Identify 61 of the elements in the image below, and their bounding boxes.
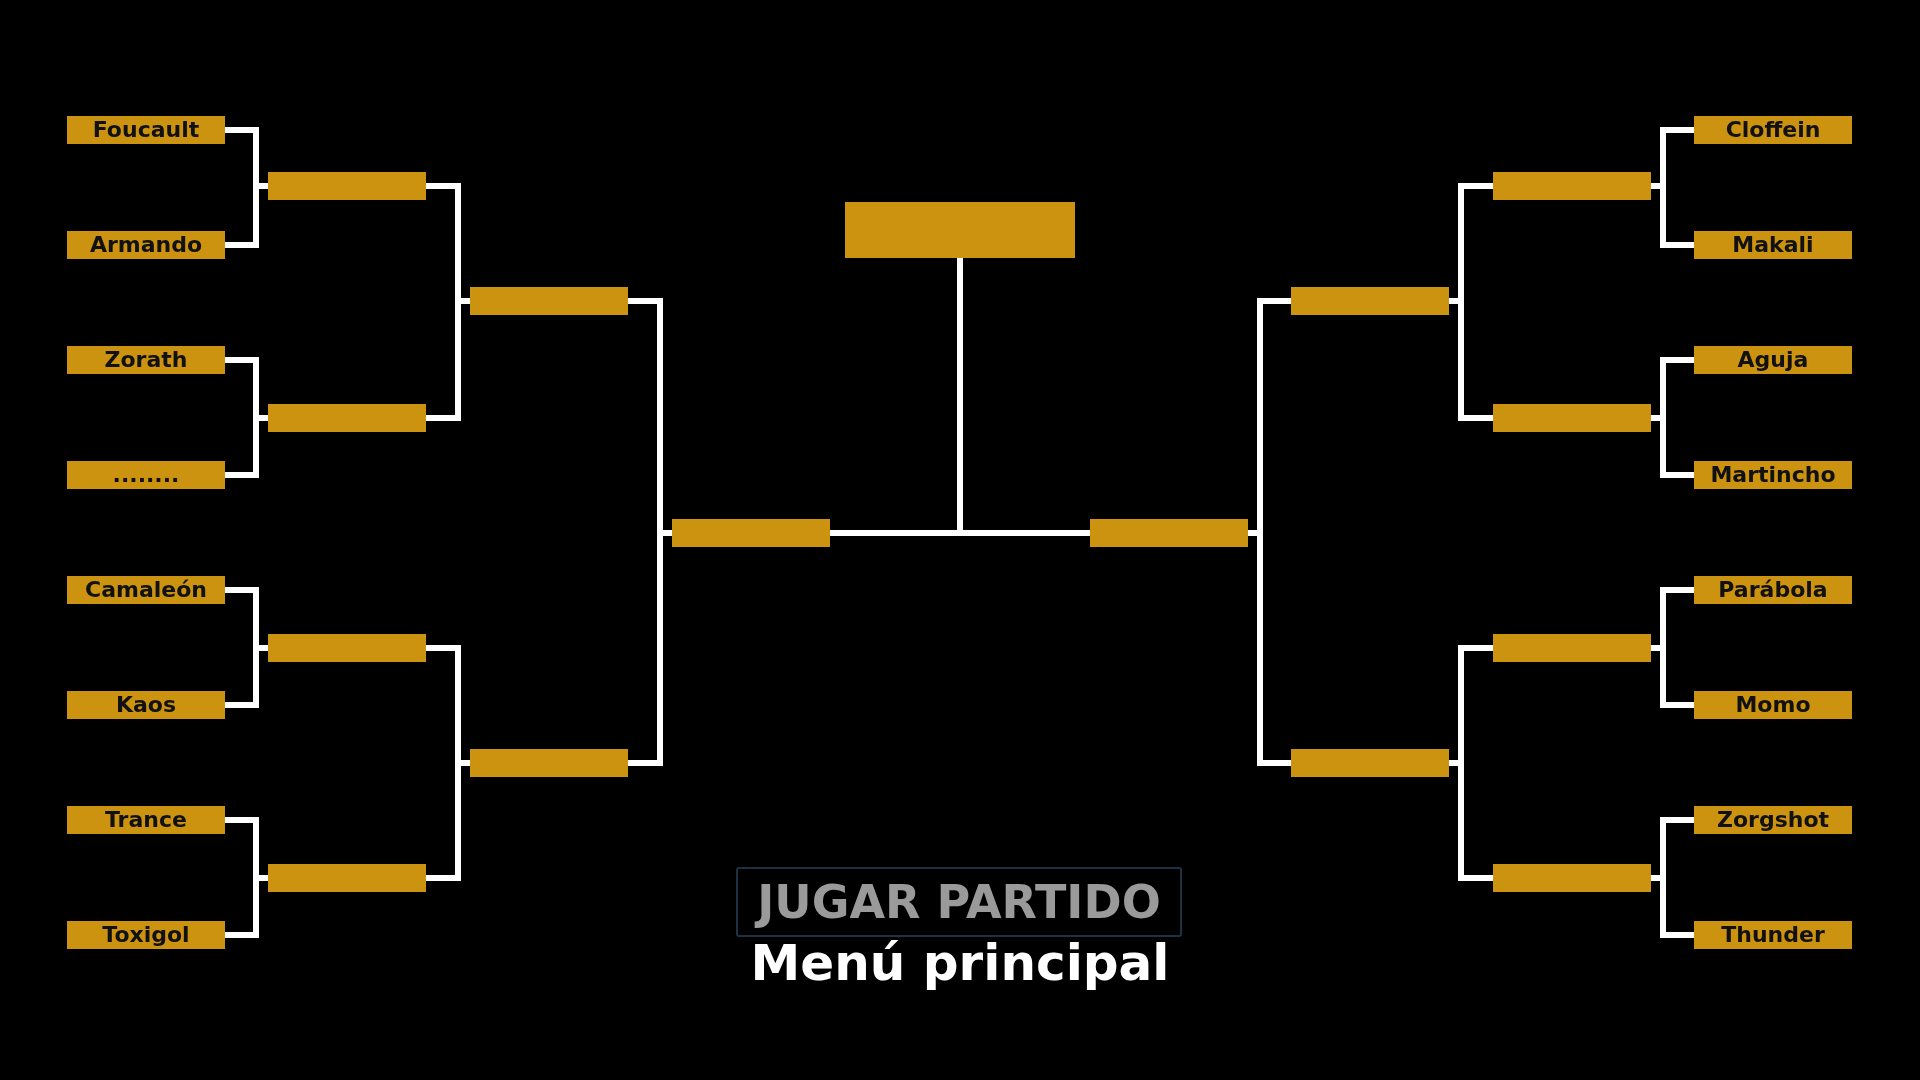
empty-slot-bar	[1493, 404, 1651, 432]
player-name: Thunder	[1721, 924, 1825, 946]
player-slot	[1694, 691, 1852, 719]
empty-slot-bar	[470, 749, 628, 777]
player-slot	[67, 921, 225, 949]
player-slot	[67, 806, 225, 834]
empty-slot-bar	[1493, 172, 1651, 200]
empty-slot-bar	[268, 404, 426, 432]
player-slot	[67, 116, 225, 144]
player-name: Aguja	[1737, 349, 1809, 371]
empty-slot-bar	[1493, 634, 1651, 662]
empty-slot-bar	[1493, 864, 1651, 892]
bracket-line	[1449, 298, 1493, 421]
player-slot	[1694, 231, 1852, 259]
player-slot	[1694, 461, 1852, 489]
empty-slot-bar	[672, 519, 830, 547]
empty-slot-bar	[1291, 287, 1449, 315]
play-match-button: JUGAR PARTIDO	[736, 867, 1182, 937]
player-name: Zorath	[104, 349, 188, 371]
player-name: Martincho	[1710, 464, 1836, 486]
bracket-line	[225, 415, 268, 478]
empty-slot-bar	[268, 864, 426, 892]
bracket-line	[225, 645, 268, 708]
empty-slot-bar	[268, 172, 426, 200]
player-slot	[1694, 921, 1852, 949]
bracket-line	[225, 183, 268, 248]
bracket-line	[628, 530, 672, 766]
player-slot	[1694, 576, 1852, 604]
player-slot	[67, 461, 225, 489]
bracket-line	[426, 760, 470, 881]
player-slot	[1694, 346, 1852, 374]
empty-slot-bar	[470, 287, 628, 315]
player-name: Armando	[89, 234, 203, 256]
player-name: Parábola	[1718, 579, 1828, 601]
empty-slot-bar	[268, 634, 426, 662]
player-slot	[67, 346, 225, 374]
player-name: Cloffein	[1725, 119, 1821, 141]
player-slot	[67, 231, 225, 259]
player-name: Zorgshot	[1716, 809, 1830, 831]
player-slot	[1694, 806, 1852, 834]
player-name: Camaleón	[85, 579, 207, 601]
player-name: Momo	[1735, 694, 1811, 716]
empty-slot-bar	[1291, 749, 1449, 777]
player-name: Trance	[105, 809, 187, 831]
bracket-line	[225, 875, 268, 938]
empty-slot-bar	[1090, 519, 1248, 547]
player-name: Makali	[1732, 234, 1814, 256]
player-slot	[1694, 116, 1852, 144]
player-name: Kaos	[115, 694, 177, 716]
bracket-line	[957, 258, 1090, 536]
bracket-line	[1651, 645, 1694, 708]
bracket-line	[1651, 415, 1694, 478]
bracket-line	[1651, 875, 1694, 938]
bracket-line	[426, 298, 470, 421]
main-menu-link: Menú principal	[749, 936, 1171, 991]
empty-slot-bar	[845, 202, 1075, 258]
player-slot	[67, 691, 225, 719]
player-name: ........	[112, 464, 180, 486]
player-name: Foucault	[92, 119, 200, 141]
player-name: Toxigol	[102, 924, 190, 946]
player-slot	[67, 576, 225, 604]
